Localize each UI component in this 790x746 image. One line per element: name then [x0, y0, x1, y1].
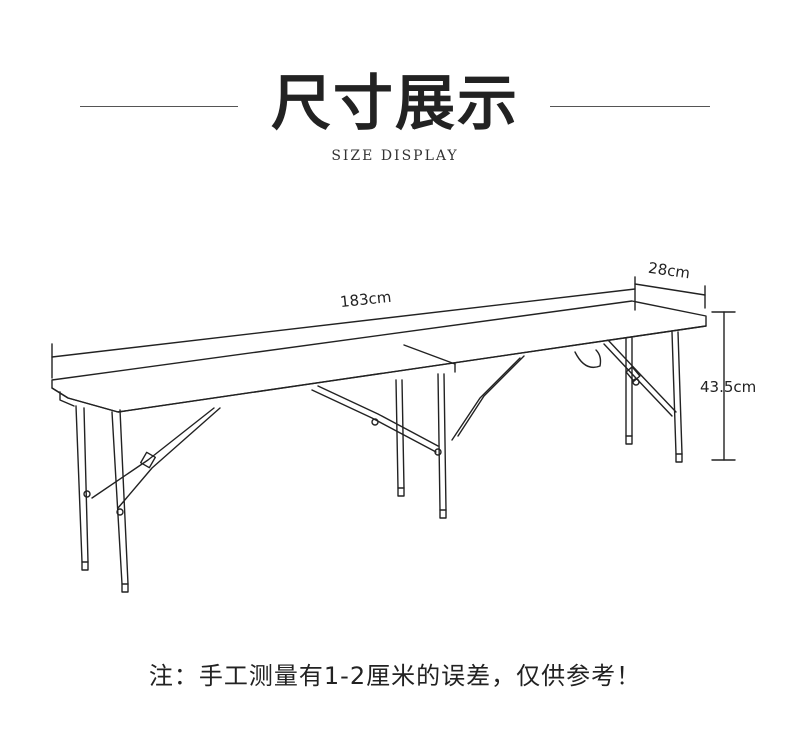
right-legs — [603, 331, 683, 463]
left-legs — [75, 405, 221, 593]
page-subtitle: SIZE DISPLAY — [331, 148, 459, 164]
title-rule-left — [80, 106, 238, 107]
bench-top — [51, 300, 707, 413]
length-label: 183cm — [339, 288, 392, 311]
middle-legs — [311, 355, 525, 519]
width-label: 28cm — [647, 259, 691, 283]
height-label: 43.5cm — [700, 378, 756, 396]
seat-strap — [574, 349, 602, 369]
height-dimension-line — [711, 311, 736, 461]
page-title: 尺寸展示 — [271, 69, 519, 139]
bench-dimension-drawing: 183cm 28cm 43.5cm — [51, 259, 756, 593]
measurement-note: 注：手工测量有1-2厘米的误差，仅供参考！ — [148, 662, 642, 690]
length-dimension-line — [51, 276, 636, 379]
width-dimension-line — [634, 283, 706, 309]
header: 尺寸展示 SIZE DISPLAY — [0, 0, 790, 180]
title-rule-right — [550, 106, 710, 107]
